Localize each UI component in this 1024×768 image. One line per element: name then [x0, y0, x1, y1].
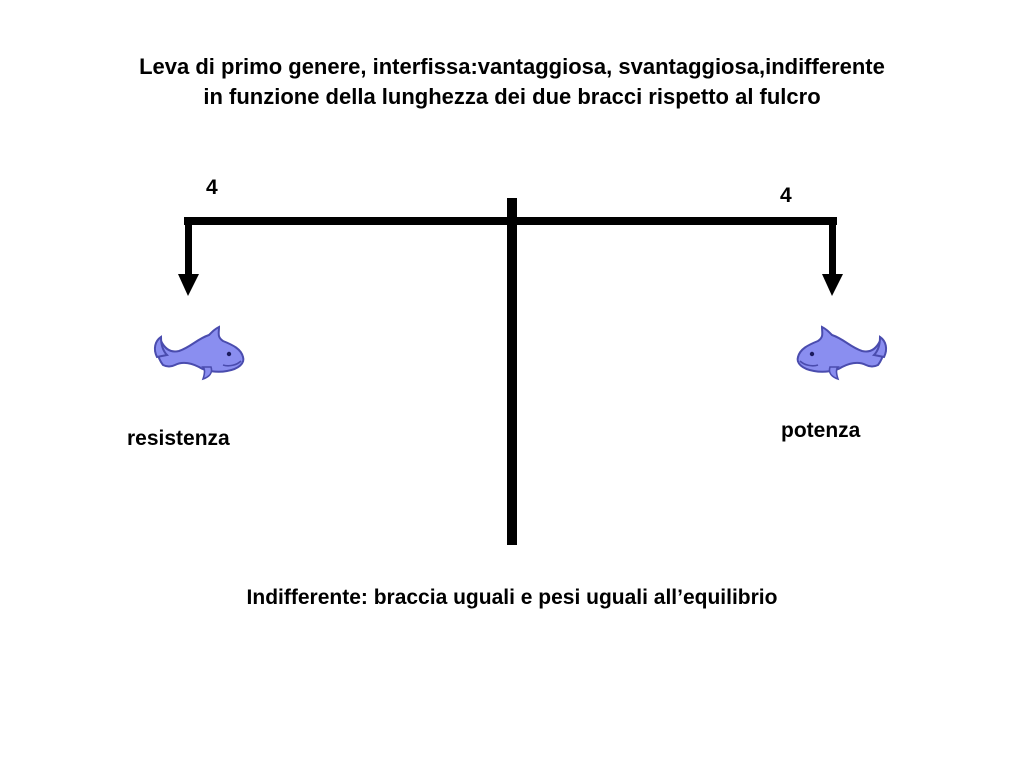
- title-line-2: in funzione della lunghezza dei due brac…: [203, 84, 821, 109]
- lever-beam: [184, 217, 837, 225]
- slide-title: Leva di primo genere, interfissa:vantagg…: [0, 52, 1024, 112]
- power-label: potenza: [781, 419, 861, 442]
- resistance-label: resistenza: [127, 427, 230, 450]
- left-arm-length: 4: [206, 176, 218, 199]
- title-line-1: Leva di primo genere, interfissa:vantagg…: [139, 54, 885, 79]
- fulcrum-post: [507, 198, 517, 545]
- right-arm-length: 4: [780, 184, 792, 207]
- dolphin-icon: [796, 326, 888, 380]
- right-force-arrow: [822, 221, 843, 296]
- left-force-arrow: [178, 221, 199, 296]
- dolphin-icon: [153, 326, 245, 380]
- caption: Indifferente: braccia uguali e pesi ugua…: [246, 586, 778, 609]
